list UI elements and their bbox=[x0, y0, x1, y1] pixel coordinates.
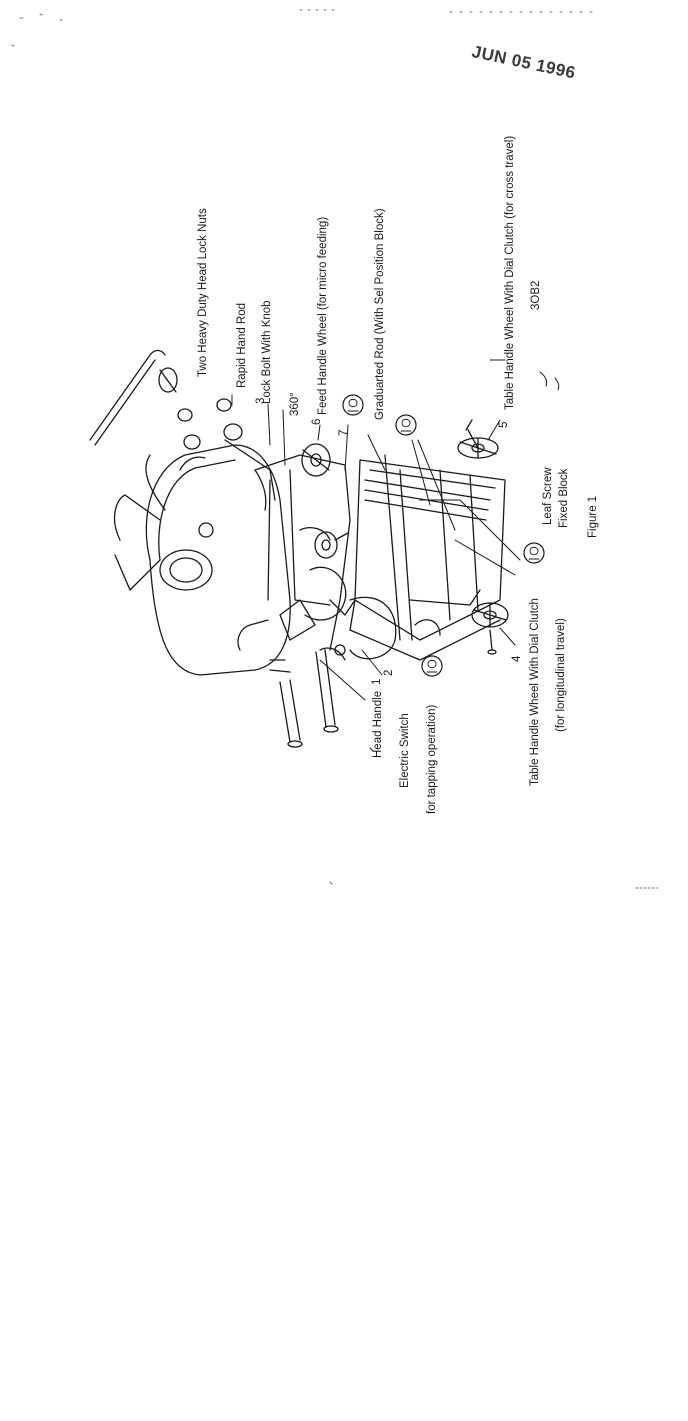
scan-specks bbox=[11, 9, 661, 889]
label-rapid-hand-rod: Rapid Hand Rod bbox=[236, 302, 248, 388]
figure-caption: Figure 1 bbox=[587, 495, 599, 538]
feed-handle-wheel bbox=[301, 443, 349, 559]
callout-number-7: 7 bbox=[338, 429, 350, 436]
head-lock-nuts bbox=[177, 398, 243, 471]
label-table-wheel-long: Table Handle Wheel With Dial Clutch bbox=[529, 598, 541, 786]
label-feed-handle-wheel: Feed Handle Wheel (for micro feeding) bbox=[317, 216, 329, 415]
label-head-handle: Head Handle bbox=[372, 690, 384, 758]
label-table-wheel-long-note: (for longitudinal travel) bbox=[555, 618, 567, 732]
label-electric-switch: Electric Switch bbox=[399, 713, 411, 788]
head-handles bbox=[237, 599, 346, 748]
callout-number-2: 2 bbox=[383, 669, 395, 676]
leader-lines bbox=[231, 394, 521, 701]
callout-number-4: 4 bbox=[511, 655, 523, 662]
label-rotation: 360° bbox=[289, 392, 301, 416]
work-table bbox=[329, 454, 506, 661]
motor-head bbox=[113, 439, 291, 676]
label-table-wheel-cross: Table Handle Wheel With Dial Clutch (for… bbox=[504, 135, 516, 410]
label-graduated-rod: Graduarted Rod (With Sel Position Block) bbox=[374, 208, 386, 420]
callout-number-3: 3 bbox=[255, 397, 267, 404]
rapid-hand-rod bbox=[89, 349, 178, 446]
longitudinal-handwheel bbox=[471, 602, 509, 655]
label-fixed-block: Fixed Block bbox=[558, 468, 570, 528]
stray-marks bbox=[369, 359, 560, 752]
circled-callouts bbox=[342, 394, 545, 677]
callout-number-6: 6 bbox=[311, 418, 323, 425]
callout-number-1: 1 bbox=[371, 678, 383, 685]
label-head-lock-nuts: Two Heavy Duty Head Lock Nuts bbox=[197, 208, 209, 377]
callout-number-5: 5 bbox=[498, 421, 510, 428]
label-lock-bolt: Lock Bolt With Knob bbox=[261, 300, 273, 404]
label-tapping-note: for tapping operation) bbox=[426, 704, 438, 814]
label-lead-screw: Leaf Screw bbox=[542, 467, 554, 525]
drawing-code: 3OB2 bbox=[530, 280, 542, 310]
cross-travel-handwheel bbox=[457, 419, 499, 459]
